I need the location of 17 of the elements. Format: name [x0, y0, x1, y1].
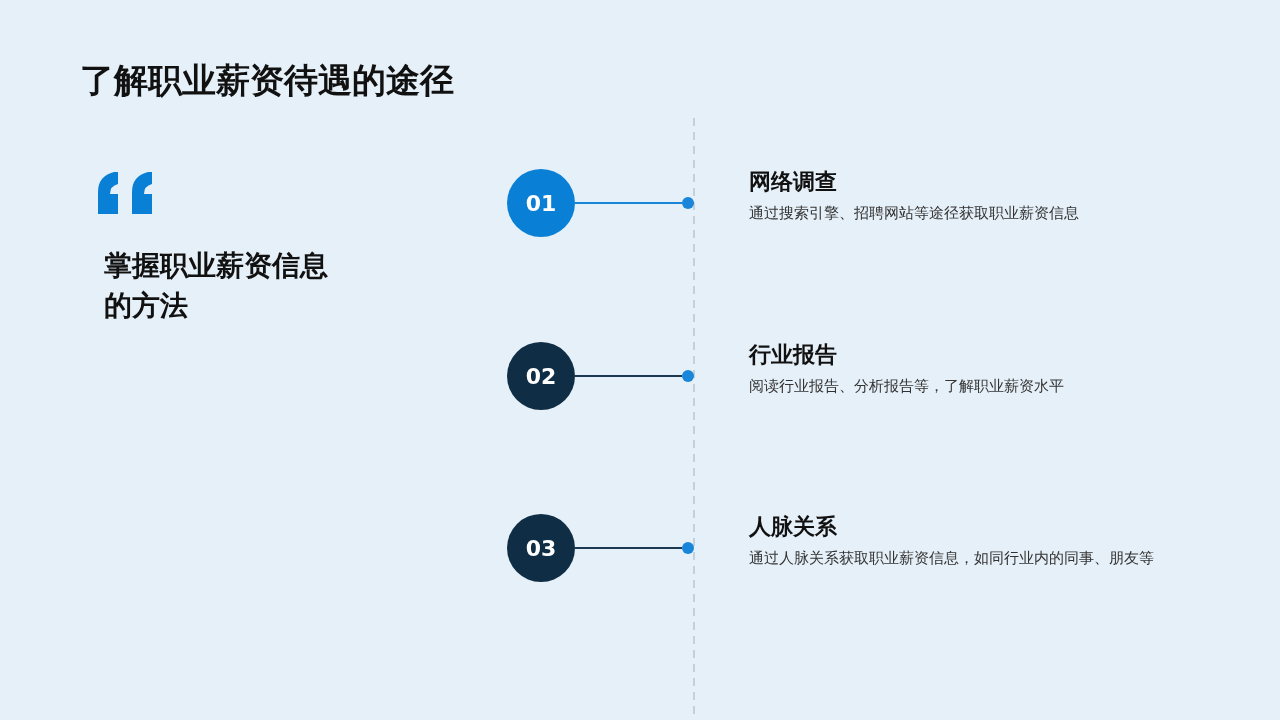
step-heading: 行业报告	[749, 341, 837, 369]
step-description: 通过搜索引擎、招聘网站等途径获取职业薪资信息	[749, 204, 1079, 223]
step-description: 阅读行业报告、分析报告等，了解职业薪资水平	[749, 377, 1064, 396]
timeline-dot	[682, 370, 694, 382]
step-heading: 网络调查	[749, 168, 837, 196]
slide-title: 了解职业薪资待遇的途径	[80, 59, 454, 102]
subtitle-text: 掌握职业薪资信息的方法	[104, 248, 329, 324]
connector-line	[574, 375, 683, 377]
step-description: 通过人脉关系获取职业薪资信息，如同行业内的同事、朋友等	[749, 549, 1154, 568]
step-number-circle: 01	[507, 169, 575, 237]
connector-line	[574, 547, 683, 549]
step-heading: 人脉关系	[749, 513, 837, 541]
step-number-circle: 02	[507, 342, 575, 410]
step-number-circle: 03	[507, 514, 575, 582]
connector-line	[574, 202, 683, 204]
timeline-dot	[682, 197, 694, 209]
timeline-dot	[682, 542, 694, 554]
